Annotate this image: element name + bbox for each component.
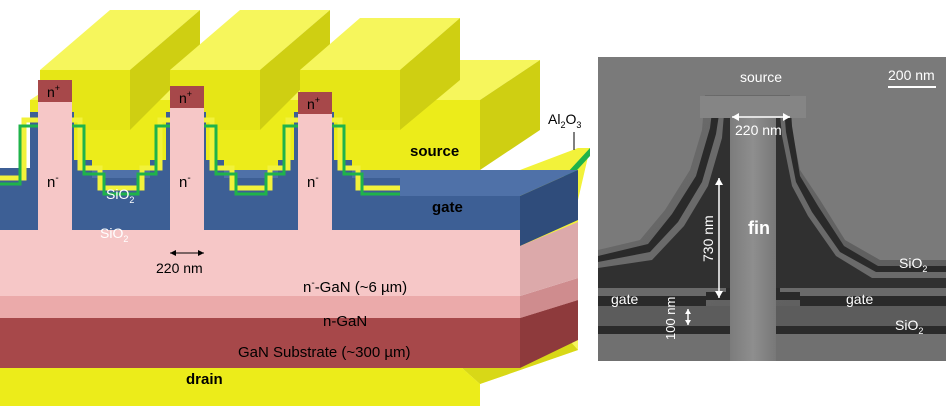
source-metal [30,10,540,170]
n-gan-label: n-GaN [323,313,367,330]
drift-top [0,230,520,246]
n-minus-label-2: n- [179,173,191,191]
fin-label: fin [748,218,770,238]
sem-fin-width-label: 220 nm [735,122,782,138]
sem-gate-right-label: gate [846,291,873,307]
fin-height-arrow [715,178,723,298]
source-label: source [410,143,459,160]
fin-width-label: 220 nm [156,260,203,276]
fin-width-arrow [170,250,204,256]
sem-sio2-bottom-label: SiO2 [895,317,923,336]
fin-left-base [38,196,72,246]
gate-label: gate [432,199,463,216]
scale-bar-label: 200 nm [888,67,935,83]
n-plus-label-2: n+ [179,89,192,106]
sio2-label-trench: SiO2 [106,186,134,205]
n-minus-label-3: n- [307,173,319,191]
sem-source-label: source [740,69,782,85]
sem-gate-left-label: gate [611,291,638,307]
sem-sio2-right-label: SiO2 [899,255,927,274]
al2o3-label: Al2O3 [548,111,581,130]
substrate-label: GaN Substrate (~300 µm) [238,344,410,361]
gate-thickness-arrow [685,309,691,325]
fin-middle-base [170,196,204,246]
drain-label: drain [186,371,223,388]
gate-thickness-label: 100 nm [663,297,678,340]
n-minus-gan-layer [0,220,578,296]
n-minus-label-1: n- [47,173,59,191]
fin-height-label: 730 nm [700,215,716,262]
sio2-label-base: SiO2 [100,225,128,244]
n-gan-layer [0,278,578,318]
fin-right-base [298,196,332,246]
sem-image [598,57,946,361]
n-plus-label-3: n+ [307,95,320,112]
drift-layer-label: n--GaN (~6 µm) [303,278,407,296]
sem-fin-width-arrow [732,113,790,121]
n-plus-label-1: n+ [47,83,60,100]
